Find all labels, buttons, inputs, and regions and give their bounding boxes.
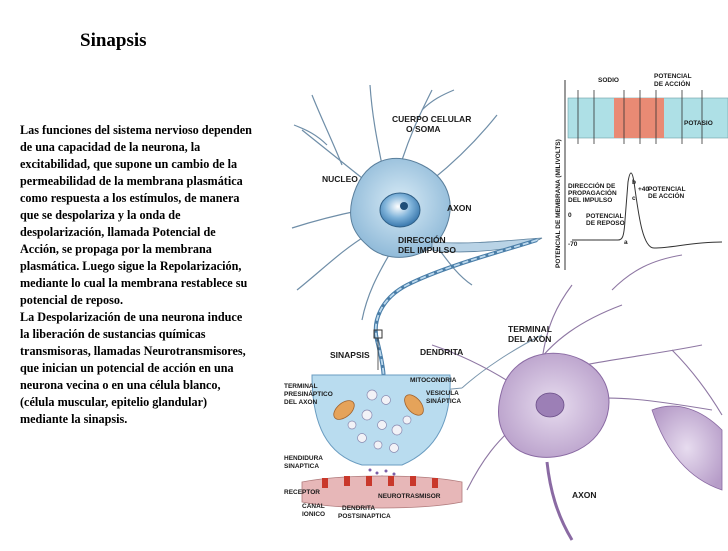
second-purple-cell bbox=[652, 406, 722, 490]
paragraph-neurotransmitters: La Despolarización de una neurona induce… bbox=[20, 309, 252, 428]
label-dir-prop-3: DEL IMPULSO bbox=[568, 197, 612, 204]
label-dendrita-post-2: POSTSINAPTICA bbox=[338, 513, 391, 520]
page-title: Sinapsis bbox=[80, 30, 147, 52]
label-pa-top-2: DE ACCIÓN bbox=[654, 79, 691, 88]
label-hendidura-2: SINAPTICA bbox=[284, 463, 319, 470]
label-pa-graph-1: POTENCIAL bbox=[648, 186, 686, 193]
label-vesicula-2: SINÁPTICA bbox=[426, 396, 461, 405]
postsynaptic-neuron: TERMINAL DEL AXON DENDRITA AXON bbox=[420, 255, 722, 540]
label-terminal-pre-3: DEL AXON bbox=[284, 399, 318, 406]
axis-label-potencial: POTENCIAL DE MEMBRANA (MILIVOLTS) bbox=[555, 139, 562, 268]
label-mitocondria: MITOCONDRIA bbox=[410, 377, 457, 384]
nucleus bbox=[380, 193, 420, 227]
label-reposo-2: DE REPOSO bbox=[586, 220, 625, 227]
label-cuerpo-celular: CUERPO CELULAR bbox=[392, 114, 471, 124]
paragraph-excitability: Las funciones del sistema nervioso depen… bbox=[20, 122, 252, 309]
label-axon-bottom: AXON bbox=[572, 490, 597, 500]
neuron-diagram-svg: CUERPO CELULAR O SOMA NUCLEO AXON DIRECC… bbox=[282, 70, 728, 546]
label-terminal-axon-1: TERMINAL bbox=[508, 324, 552, 334]
label-terminal-pre-2: PRESINÁPTICO bbox=[284, 389, 333, 398]
label-vesicula-1: VESICULA bbox=[426, 390, 459, 397]
membrane-channel-panel: SODIO POTENCIAL DE ACCIÓN POTASIO bbox=[568, 73, 728, 144]
label-reposo-1: POTENCIAL bbox=[586, 213, 624, 220]
purple-nucleus bbox=[536, 393, 564, 417]
label-dir-prop-1: DIRECCIÓN DE bbox=[568, 181, 616, 190]
label-o-soma: O SOMA bbox=[406, 124, 440, 134]
label-axon-top: AXON bbox=[447, 203, 472, 213]
label-sodio: SODIO bbox=[598, 77, 619, 84]
label-nucleo: NUCLEO bbox=[322, 174, 358, 184]
label-receptor: RECEPTOR bbox=[284, 489, 320, 496]
label-canal-2: IONICO bbox=[302, 511, 325, 518]
point-c: c bbox=[632, 195, 636, 202]
label-pa-top-1: POTENCIAL bbox=[654, 73, 692, 80]
label-pa-graph-2: DE ACCIÓN bbox=[648, 191, 685, 200]
label-dendrita-post-1: DENDRITA bbox=[342, 505, 375, 512]
label-terminal-pre-1: TERMINAL bbox=[284, 383, 318, 390]
label-hendidura-1: HENDIDURA bbox=[284, 455, 323, 462]
axon-lower bbox=[547, 462, 572, 540]
label-dendrita: DENDRITA bbox=[420, 347, 463, 357]
nucleolus bbox=[400, 202, 408, 210]
neuron-synapse-illustration: CUERPO CELULAR O SOMA NUCLEO AXON DIRECC… bbox=[282, 70, 728, 546]
label-potasio: POTASIO bbox=[684, 120, 713, 127]
label-dir-prop-2: PROPAGACIÓN bbox=[568, 188, 617, 197]
tick-zero: 0 bbox=[568, 212, 572, 219]
action-potential-zone bbox=[614, 98, 664, 138]
label-neurotransmisor: NEUROTRASMISOR bbox=[378, 493, 441, 500]
label-terminal-axon-2: DEL AXON bbox=[508, 334, 551, 344]
label-direccion-1: DIRECCIÓN bbox=[398, 234, 446, 245]
presynaptic-terminal bbox=[312, 375, 450, 465]
label-canal-1: CANAL bbox=[302, 503, 325, 510]
label-sinapsis: SINAPSIS bbox=[330, 350, 370, 360]
tick-minus70: -70 bbox=[568, 241, 578, 248]
description-text: Las funciones del sistema nervioso depen… bbox=[20, 122, 252, 428]
label-direccion-2: DEL IMPULSO bbox=[398, 245, 456, 255]
point-a: a bbox=[624, 239, 628, 246]
synapse-detail: SINAPSIS TERMINAL PRESINÁPTICO DEL AXON … bbox=[284, 330, 462, 520]
